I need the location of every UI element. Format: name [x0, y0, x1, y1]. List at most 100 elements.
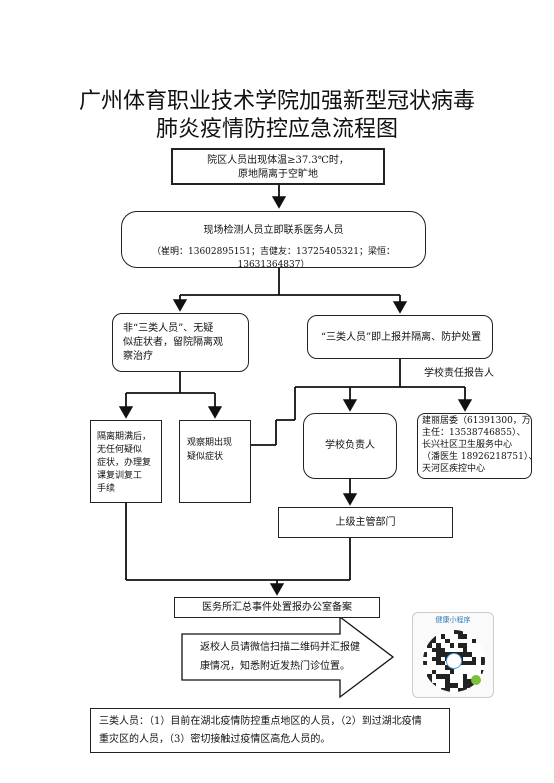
qr-module — [462, 652, 468, 657]
qr-label: 健康小程序 — [435, 616, 471, 624]
qr-code-panel[interactable]: 健康小程序 — [412, 612, 494, 698]
qr-module — [462, 643, 468, 648]
box-principal-text: 学校负责人 — [325, 440, 375, 451]
box-superior-department: 上级主管部门 — [278, 507, 453, 538]
qr-module — [467, 661, 472, 666]
box-contact-line1: 现场检测人员立即联系医务人员 — [203, 225, 344, 236]
qr-module — [458, 634, 463, 639]
box-school-principal: 学校负责人 — [303, 413, 397, 479]
qr-module — [440, 687, 446, 692]
box-contact-medical: 现场检测人员立即联系医务人员 （崔明：13602895151；吉健友：13725… — [121, 211, 426, 270]
qr-module — [445, 674, 450, 679]
qr-module — [454, 683, 459, 688]
qr-module — [431, 687, 437, 692]
box-suspect-symptoms: 观察期出现 疑似症状 — [179, 420, 251, 503]
qr-module — [462, 687, 468, 692]
qr-module — [427, 678, 432, 684]
qr-module — [458, 652, 463, 657]
qr-module — [445, 678, 450, 684]
box-fever-detected: 院区人员出现体温≥37.3℃时， 原地隔离于空旷地 — [171, 148, 385, 185]
qr-module — [458, 643, 463, 648]
qr-module — [462, 683, 468, 688]
box-release-line5: 手续 — [97, 484, 116, 494]
box-suspect-line1: 观察期出现 — [187, 438, 233, 448]
box-release-line4: 课复训复工 — [97, 471, 143, 481]
qr-module — [423, 687, 428, 692]
qr-module — [467, 678, 472, 684]
qr-module — [458, 630, 463, 635]
qr-module — [445, 683, 450, 688]
qr-module — [440, 674, 446, 679]
box-contacts: 建丽居委（61391300，万 主任：13538746855）、 长兴社区卫生服… — [417, 413, 538, 479]
box-contacts-line1: 建丽居委（61391300，万 — [422, 416, 531, 426]
box-superior-text: 上级主管部门 — [335, 517, 396, 528]
qr-module — [427, 643, 432, 648]
box-contacts-line5: 天河区疾控中心 — [422, 464, 486, 474]
qr-module — [471, 683, 477, 688]
qr-module — [467, 652, 472, 657]
qr-module — [445, 665, 450, 670]
qr-module — [436, 643, 441, 648]
qr-module — [440, 634, 446, 639]
qr-module — [423, 652, 428, 657]
qr-module — [431, 683, 437, 688]
qr-module — [480, 678, 485, 684]
box-non-line3: 察治疗 — [123, 351, 153, 362]
qr-module — [462, 661, 468, 666]
qr-module — [436, 647, 441, 653]
qr-module — [449, 669, 454, 675]
qr-module — [427, 630, 432, 635]
qr-module — [431, 647, 437, 653]
qr-module — [427, 687, 432, 692]
qr-module — [480, 669, 485, 675]
qr-module — [436, 674, 441, 679]
return-line2: 康情况，知悉附近发热门诊位置。 — [200, 661, 350, 672]
box-non-line1: 非“三类人员”、无疑 — [123, 323, 214, 334]
qr-module — [436, 652, 441, 657]
label-report-person: 学校责任报告人 — [424, 368, 494, 379]
qr-module — [476, 630, 481, 635]
page-title-line1: 广州体育职业技术学院加强新型冠状病毒 — [78, 89, 475, 114]
box-contacts-line3: 长兴社区卫生服务中心 — [422, 440, 513, 450]
qr-module — [431, 634, 437, 639]
note-three-class-definition: 三类人员：（1）目前在湖北疫情防控重点地区的人员，（2）到过湖北疫情 重灾区的人… — [90, 708, 450, 753]
qr-module — [436, 661, 441, 666]
qr-module — [454, 630, 459, 635]
box-non-three-class: 非“三类人员”、无疑 似症状者，留院隔离观 察治疗 — [112, 313, 249, 372]
qr-module — [471, 630, 477, 635]
box-suspect-line2: 疑似症状 — [187, 452, 224, 462]
box-release-line2: 无任何疑似 — [97, 445, 143, 455]
qr-module — [471, 656, 477, 661]
box-three-class: “三类人员”即上报并隔离、防护处置 — [307, 315, 493, 359]
qr-module — [480, 687, 485, 692]
box-release-line1: 隔离期满后， — [97, 432, 152, 442]
qr-module — [445, 687, 450, 692]
box-contact-line2: （崔明：13602895151；吉健友：13725405321；梁恒：13631… — [152, 247, 395, 270]
qr-module — [471, 638, 477, 644]
qr-module — [449, 643, 454, 648]
return-arrow-shape — [181, 615, 395, 699]
box-contacts-line4: （潘医生 18926218751）、 — [422, 452, 538, 462]
qr-module — [423, 661, 428, 666]
qr-module — [445, 638, 450, 644]
note-line2: 重灾区的人员，（3）密切接触过疫情区高危人员的。 — [99, 734, 331, 745]
box-medical-office: 医务所汇总事件处置报办公室备案 — [174, 597, 380, 618]
qr-module — [440, 661, 446, 666]
qr-module — [462, 678, 468, 684]
qr-module — [440, 652, 446, 657]
qr-module — [427, 674, 432, 679]
qr-module — [467, 683, 472, 688]
qr-module — [427, 638, 432, 644]
box-contacts-line2: 主任：13538746855）、 — [422, 428, 526, 438]
page-title-line2: 肺炎疫情防控应急流程图 — [155, 117, 398, 142]
qr-module — [449, 683, 454, 688]
box-three-text: “三类人员”即上报并隔离、防护处置 — [320, 332, 482, 343]
qr-module — [476, 634, 481, 639]
qr-module — [431, 669, 437, 675]
qr-module — [458, 687, 463, 692]
qr-module — [436, 656, 441, 661]
qr-module — [431, 638, 437, 644]
qr-module — [480, 661, 485, 666]
return-line1: 返校人员请微信扫描二维码并汇报健 — [200, 642, 360, 653]
